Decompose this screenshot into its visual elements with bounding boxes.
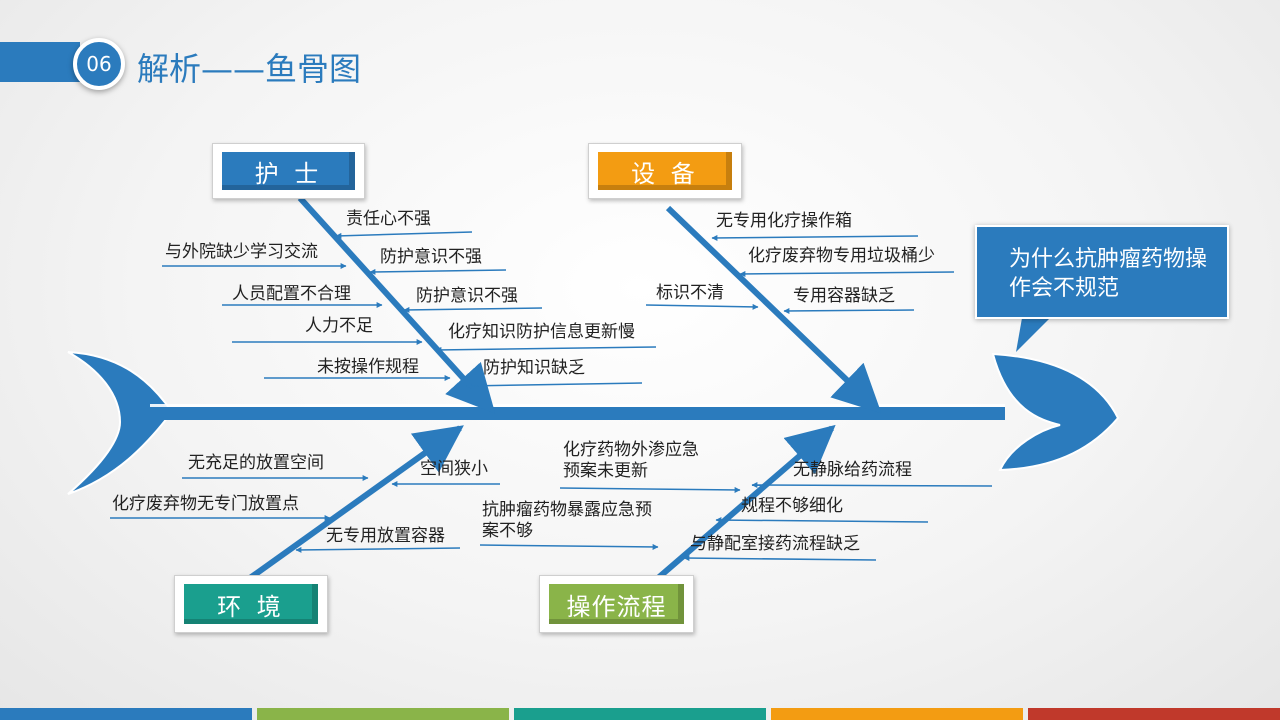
- cause-nurse-3: 防护意识不强: [380, 247, 482, 267]
- footer-stripe-3: [514, 708, 766, 720]
- category-environment: 环 境: [174, 575, 328, 633]
- category-process-label: 操作流程: [549, 584, 684, 624]
- bone-environment: [248, 425, 464, 581]
- cause-process-1: 化疗药物外渗应急预案未更新: [563, 440, 699, 481]
- cause-process-5: 与静配室接药流程缺乏: [690, 534, 860, 554]
- footer-stripe-4: [771, 708, 1023, 720]
- arrow-equipment-3: [645, 303, 759, 310]
- cause-equipment-2: 化疗废弃物专用垃圾桶少: [748, 246, 935, 266]
- category-environment-label: 环 境: [184, 584, 318, 624]
- cause-equipment-4: 专用容器缺乏: [793, 286, 895, 306]
- bone-nurse: [297, 195, 496, 414]
- cause-environment-2: 空间狭小: [420, 459, 488, 479]
- fish-tail: [67, 351, 174, 495]
- bone-equipment: [665, 205, 882, 414]
- cause-environment-4: 无专用放置容器: [326, 526, 445, 546]
- cause-nurse-7: 化疗知识防护信息更新慢: [448, 322, 635, 342]
- problem-statement: 为什么抗肿瘤药物操作会不规范: [975, 225, 1229, 319]
- footer-stripe-5: [1028, 708, 1280, 720]
- cause-equipment-1: 无专用化疗操作箱: [716, 211, 852, 231]
- cause-nurse-1: 责任心不强: [346, 209, 431, 229]
- cause-nurse-9: 防护知识缺乏: [483, 358, 585, 378]
- arrow-nurse-3: [369, 268, 507, 275]
- arrow-equipment-4: [783, 307, 915, 314]
- arrow-nurse-5: [403, 306, 543, 313]
- arrow-equipment-1: [711, 234, 919, 241]
- arrow-process-4: [479, 543, 659, 550]
- cause-environment-3: 化疗废弃物无专门放置点: [112, 494, 299, 514]
- arrow-environment-4: [295, 546, 461, 553]
- arrow-equipment-2: [739, 270, 955, 277]
- cause-equipment-3: 标识不清: [656, 283, 724, 303]
- cause-process-2: 无静脉给药流程: [793, 460, 912, 480]
- fish-head: [991, 352, 1120, 472]
- fish-spine: [150, 407, 1005, 420]
- category-equipment: 设 备: [588, 143, 742, 199]
- category-nurse-label: 护 士: [222, 152, 355, 190]
- callout-pointer: [1016, 318, 1050, 352]
- arrow-process-3: [715, 517, 929, 524]
- section-number-badge: 06: [73, 38, 125, 90]
- arrow-process-5: [683, 555, 877, 562]
- category-equipment-label: 设 备: [598, 152, 732, 190]
- arrow-nurse-1: [335, 231, 473, 239]
- cause-environment-1: 无充足的放置空间: [188, 453, 324, 473]
- arrow-nurse-9: [465, 382, 643, 389]
- footer-stripe-1: [0, 708, 252, 720]
- cause-process-4: 抗肿瘤药物暴露应急预案不够: [482, 500, 652, 541]
- category-nurse: 护 士: [212, 143, 365, 199]
- arrow-process-2: [751, 482, 993, 489]
- arrow-nurse-7: [435, 346, 657, 353]
- header-bar: [0, 42, 80, 82]
- arrow-process-1: [559, 486, 741, 493]
- footer-stripe-2: [257, 708, 509, 720]
- cause-nurse-6: 人力不足: [305, 316, 373, 336]
- page-title: 解析——鱼骨图: [137, 50, 362, 88]
- cause-process-3: 规程不够细化: [741, 496, 843, 516]
- category-process: 操作流程: [539, 575, 694, 633]
- cause-nurse-5: 防护意识不强: [416, 286, 518, 306]
- bone-process: [656, 424, 836, 581]
- cause-nurse-2: 与外院缺少学习交流: [165, 242, 318, 262]
- cause-nurse-8: 未按操作规程: [317, 357, 419, 377]
- cause-nurse-4: 人员配置不合理: [232, 284, 351, 304]
